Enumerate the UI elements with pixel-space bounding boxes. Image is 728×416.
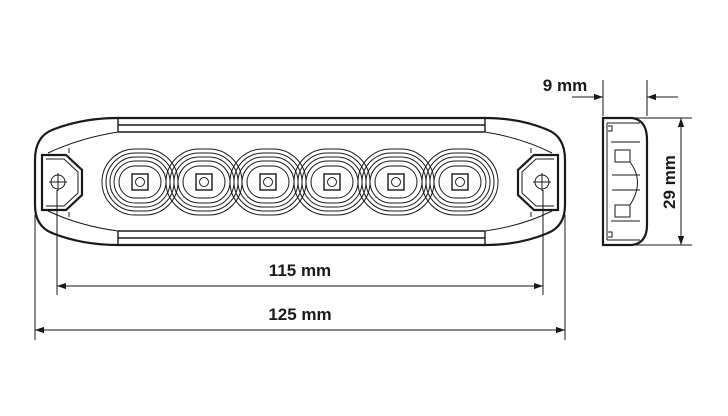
height-label: 29 mm [660, 155, 679, 209]
led-chip [259, 173, 277, 191]
led-chip [131, 173, 149, 191]
led-lens [357, 148, 435, 216]
depth-label: 9 mm [543, 76, 587, 95]
led-lens [165, 148, 243, 216]
dimension-lines [34, 80, 692, 340]
led-array [101, 148, 499, 216]
right-flange [484, 131, 553, 232]
led-chip [387, 173, 405, 191]
overall-length-label: 125 mm [268, 305, 331, 324]
led-chip [195, 173, 213, 191]
front-view [33, 116, 567, 247]
led-lens [421, 148, 499, 216]
led-lens [229, 148, 307, 216]
side-view [601, 116, 649, 247]
left-flange [47, 131, 119, 232]
top-rim [117, 118, 486, 133]
hole-spacing-label: 115 mm [269, 261, 331, 280]
led-chip [451, 173, 469, 191]
led-lens [101, 148, 179, 216]
right-mount-bracket [516, 148, 560, 217]
left-mount-bracket [40, 148, 84, 217]
bottom-rim [117, 230, 486, 245]
led-lens [293, 148, 371, 216]
led-chip [323, 173, 341, 191]
